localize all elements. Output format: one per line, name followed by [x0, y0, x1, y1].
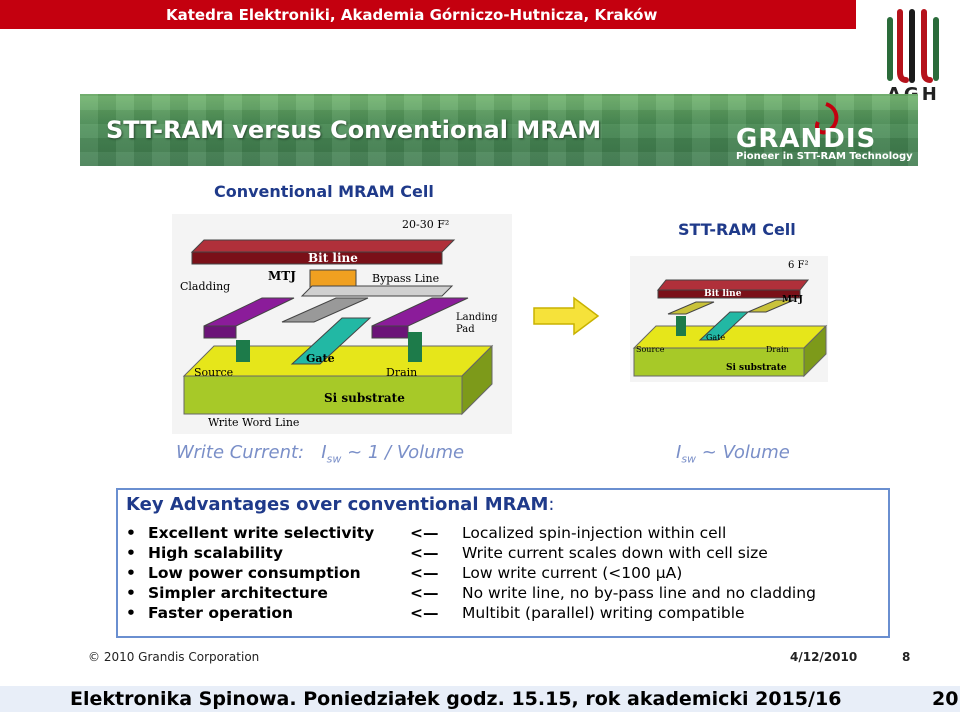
stt-cell-title: STT-RAM Cell [678, 220, 796, 239]
landing-label: Landing [456, 312, 498, 323]
copyright: © 2010 Grandis Corporation [88, 650, 260, 664]
stt-si-substrate-label: Si substrate [726, 363, 787, 373]
header-bar [0, 0, 856, 29]
stt-drain-label: Drain [766, 345, 789, 354]
agh-logo [887, 9, 939, 83]
arrow-right-icon [533, 296, 600, 336]
stt-ram-diagram: 6 F² Bit line MTJ Gate Source Drain Si s… [630, 256, 828, 382]
conventional-cell-title: Conventional MRAM Cell [214, 182, 434, 201]
header-title: Katedra Elektroniki, Akademia Górniczo-H… [166, 6, 658, 24]
cladding-label: Cladding [180, 280, 230, 293]
slide-page-number: 8 [902, 650, 911, 664]
stt-source-label: Source [636, 345, 665, 354]
conventional-area-label: 20-30 F² [402, 218, 449, 231]
mtj-label: MTJ [268, 269, 296, 283]
pad-label: Pad [456, 324, 475, 335]
slide-image: STT-RAM versus Conventional MRAM GRANDIS… [80, 94, 918, 674]
brand-logo: GRANDIS [736, 124, 877, 154]
stt-bit-line-label: Bit line [704, 289, 742, 299]
conventional-formula: Write Current: Isw ~ 1 / Volume [176, 442, 465, 466]
source-label: Source [194, 366, 233, 379]
bit-line-label: Bit line [308, 251, 358, 265]
stt-area-label: 6 F² [788, 260, 809, 271]
si-substrate-label: Si substrate [324, 391, 405, 405]
drain-label: Drain [386, 366, 417, 379]
advantages-box: Key Advantages over conventional MRAM: •… [116, 488, 890, 638]
bypass-line-label: Bypass Line [372, 272, 439, 285]
stt-formula: Isw ~ Volume [676, 442, 790, 466]
footer-page-number: 20 [932, 688, 959, 710]
advantages-title: Key Advantages over conventional MRAM: [126, 494, 555, 515]
brand-tagline: Pioneer in STT-RAM Technology [736, 151, 913, 162]
grandis-swirl-icon [815, 102, 839, 135]
footer-text: Elektronika Spinowa. Poniedziałek godz. … [70, 688, 842, 710]
slide-title: STT-RAM versus Conventional MRAM [106, 116, 602, 144]
conventional-mram-diagram: 20-30 F² Bit line MTJ Bypass Line Claddi… [172, 214, 512, 434]
footer-bar [0, 686, 960, 712]
slide-banner: STT-RAM versus Conventional MRAM GRANDIS… [80, 94, 918, 166]
slide-date: 4/12/2010 [790, 650, 858, 664]
stt-mtj-label: MTJ [782, 295, 803, 305]
stt-gate-label: Gate [706, 333, 725, 342]
gate-label: Gate [306, 352, 335, 365]
write-word-line-label: Write Word Line [208, 416, 299, 429]
